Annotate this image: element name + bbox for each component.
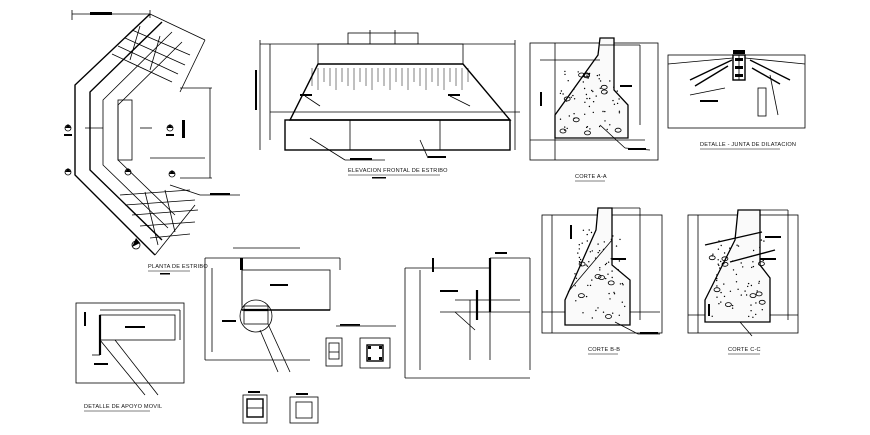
seat-section-detail xyxy=(404,252,531,379)
caption-section-a: CORTE A-A xyxy=(575,174,607,180)
abutment-seat-detail xyxy=(204,247,341,373)
section-marker-icon xyxy=(168,170,176,178)
section-marker-icon xyxy=(64,168,72,176)
front-elevation-view: ELEVACION FRONTAL DE ESTRIBO xyxy=(255,30,520,179)
section-c-view: CORTE C-C xyxy=(687,209,799,355)
bearing-detail-view: DETALLE DE APOYO MOVIL xyxy=(75,302,185,412)
caption-bearing-detail: DETALLE DE APOYO MOVIL xyxy=(84,404,162,410)
joint-detail-view: DETALLE - JUNTA DE DILATACION xyxy=(667,50,806,150)
section-marker-icon xyxy=(166,124,174,136)
section-marker-icon xyxy=(124,168,132,176)
section-b-view: CORTE B-B xyxy=(541,207,663,355)
section-marker-icon xyxy=(64,124,72,136)
concrete-hatch xyxy=(559,70,766,319)
caption-joint-detail: DETALLE - JUNTA DE DILATACION xyxy=(700,142,796,148)
section-a-view: CORTE A-A xyxy=(529,37,659,182)
small-box-details xyxy=(242,324,396,424)
caption-section-b: CORTE B-B xyxy=(588,347,620,353)
caption-plan: PLANTA DE ESTRIBO xyxy=(148,264,208,270)
caption-section-c: CORTE C-C xyxy=(728,347,761,353)
plan-view: PLANTA DE ESTRIBO xyxy=(64,10,240,275)
caption-front-elevation: ELEVACION FRONTAL DE ESTRIBO xyxy=(348,168,448,174)
north-arrow-icon xyxy=(131,238,141,250)
